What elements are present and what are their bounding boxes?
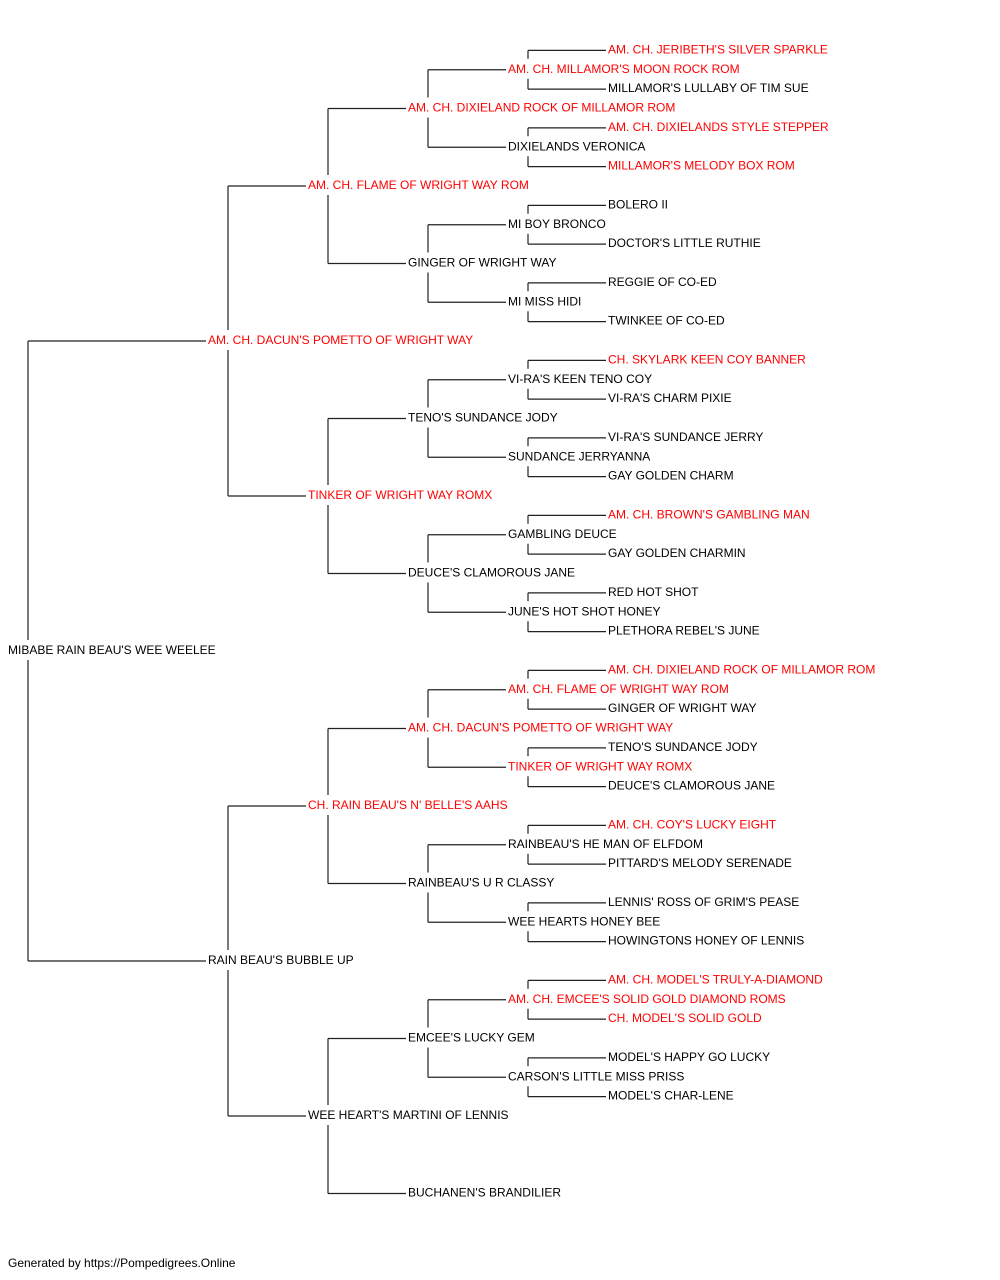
- dog-name: RED HOT SHOT: [608, 585, 699, 599]
- dog-name: RAIN BEAU'S BUBBLE UP: [208, 953, 354, 967]
- pedigree-labels: MIBABE RAIN BEAU'S WEE WEELEE AM. CH. DAC…: [8, 42, 875, 1199]
- dog-name: WEE HEART'S MARTINI OF LENNIS: [308, 1108, 509, 1122]
- dog-name: TWINKEE OF CO-ED: [608, 314, 725, 328]
- dog-name: TENO'S SUNDANCE JODY: [408, 411, 558, 425]
- dog-name: TENO'S SUNDANCE JODY: [608, 740, 758, 754]
- dog-name: MILLAMOR'S MELODY BOX ROM: [608, 159, 795, 173]
- dog-name: REGGIE OF CO-ED: [608, 275, 717, 289]
- dog-name: AM. CH. COY'S LUCKY EIGHT: [608, 817, 777, 831]
- dog-name: VI-RA'S KEEN TENO COY: [508, 372, 652, 386]
- dog-name: AM. CH. DIXIELAND ROCK OF MILLAMOR ROM: [608, 662, 875, 676]
- dog-name: CARSON'S LITTLE MISS PRISS: [508, 1069, 684, 1083]
- dog-name: SUNDANCE JERRYANNA: [508, 449, 650, 463]
- dog-name: AM. CH. EMCEE'S SOLID GOLD DIAMOND ROMS: [508, 992, 786, 1006]
- dog-name: MI BOY BRONCO: [508, 217, 606, 231]
- dog-name: PITTARD'S MELODY SERENADE: [608, 856, 792, 870]
- dog-name: AM. CH. JERIBETH'S SILVER SPARKLE: [608, 42, 828, 56]
- dog-name: AM. CH. DIXIELAND ROCK OF MILLAMOR ROM: [408, 101, 675, 115]
- dog-name: TINKER OF WRIGHT WAY ROMX: [508, 759, 692, 773]
- dog-name: TINKER OF WRIGHT WAY ROMX: [308, 488, 492, 502]
- dog-name: GAMBLING DEUCE: [508, 527, 617, 541]
- dog-name: CH. RAIN BEAU'S N' BELLE'S AAHS: [308, 798, 508, 812]
- dog-name: MODEL'S HAPPY GO LUCKY: [608, 1050, 770, 1064]
- dog-name: DIXIELANDS VERONICA: [508, 139, 645, 153]
- dog-name: AM. CH. FLAME OF WRIGHT WAY ROM: [308, 178, 529, 192]
- dog-name: MODEL'S CHAR-LENE: [608, 1089, 734, 1103]
- dog-name: BOLERO II: [608, 197, 668, 211]
- dog-name: JUNE'S HOT SHOT HONEY: [508, 604, 661, 618]
- dog-name: PLETHORA REBEL'S JUNE: [608, 624, 760, 638]
- dog-name: AM. CH. DACUN'S POMETTO OF WRIGHT WAY: [408, 721, 673, 735]
- pedigree-connectors: [27, 49, 606, 1195]
- dog-name: MI MISS HIDI: [508, 294, 581, 308]
- dog-name: MILLAMOR'S LULLABY OF TIM SUE: [608, 81, 809, 95]
- dog-name: GINGER OF WRIGHT WAY: [608, 701, 756, 715]
- dog-name: AM. CH. MILLAMOR'S MOON ROCK ROM: [508, 62, 740, 76]
- dog-name: AM. CH. MODEL'S TRULY-A-DIAMOND: [608, 972, 823, 986]
- dog-name: EMCEE'S LUCKY GEM: [408, 1031, 535, 1045]
- dog-name: MIBABE RAIN BEAU'S WEE WEELEE: [8, 643, 216, 657]
- dog-name: DOCTOR'S LITTLE RUTHIE: [608, 236, 761, 250]
- dog-name: LENNIS' ROSS OF GRIM'S PEASE: [608, 895, 799, 909]
- dog-name: RAINBEAU'S U R CLASSY: [408, 876, 554, 890]
- dog-name: CH. MODEL'S SOLID GOLD: [608, 1011, 762, 1025]
- dog-name: AM. CH. DACUN'S POMETTO OF WRIGHT WAY: [208, 333, 473, 347]
- dog-name: VI-RA'S CHARM PIXIE: [608, 391, 732, 405]
- dog-name: BUCHANEN'S BRANDILIER: [408, 1186, 561, 1200]
- dog-name: GAY GOLDEN CHARM: [608, 469, 734, 483]
- dog-name: DEUCE'S CLAMOROUS JANE: [608, 779, 775, 793]
- dog-name: HOWINGTONS HONEY OF LENNIS: [608, 934, 804, 948]
- dog-name: GINGER OF WRIGHT WAY: [408, 256, 556, 270]
- dog-name: VI-RA'S SUNDANCE JERRY: [608, 430, 763, 444]
- dog-name: WEE HEARTS HONEY BEE: [508, 914, 660, 928]
- footer-credit: Generated by https://Pompedigrees.Online: [8, 1256, 236, 1270]
- dog-name: AM. CH. BROWN'S GAMBLING MAN: [608, 507, 810, 521]
- dog-name: RAINBEAU'S HE MAN OF ELFDOM: [508, 837, 703, 851]
- dog-name: CH. SKYLARK KEEN COY BANNER: [608, 352, 806, 366]
- dog-name: GAY GOLDEN CHARMIN: [608, 546, 746, 560]
- dog-name: AM. CH. DIXIELANDS STYLE STEPPER: [608, 120, 829, 134]
- dog-name: AM. CH. FLAME OF WRIGHT WAY ROM: [508, 682, 729, 696]
- dog-name: DEUCE'S CLAMOROUS JANE: [408, 566, 575, 580]
